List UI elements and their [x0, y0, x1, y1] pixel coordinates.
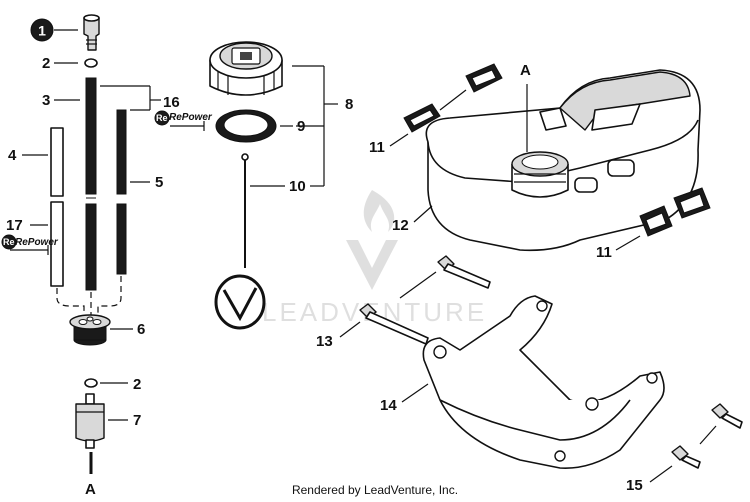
callout-7: 7 — [133, 412, 141, 429]
part-14-bracket — [422, 295, 665, 469]
callout-3: 3 — [42, 92, 50, 109]
part-9-gasket — [215, 109, 277, 143]
callout-17: 17 — [6, 217, 23, 234]
part-7-fuel-filter — [75, 393, 105, 449]
callout-1-badge — [30, 18, 54, 42]
callout-6: 6 — [137, 321, 145, 338]
leadventure-watermark: LEADVENTURE — [262, 190, 484, 327]
footer-credit: Rendered by LeadVenture, Inc. — [291, 483, 459, 497]
callout-11-lower: 11 — [596, 244, 612, 261]
callout-9: 9 — [297, 118, 305, 135]
callout-16: 16 — [163, 94, 180, 111]
part-10-tether — [214, 153, 266, 330]
callout-12: 12 — [392, 217, 409, 234]
callout-2-lower: 2 — [133, 376, 141, 393]
svg-text:Re: Re — [156, 113, 168, 123]
part-6-grommet — [69, 314, 111, 346]
part-3-fuel-line-lower — [85, 203, 97, 291]
repower-badge-lower: Re RePower — [1, 234, 59, 255]
reference-a-bottom: A — [85, 481, 96, 498]
callout-5: 5 — [155, 174, 163, 191]
part-12-fuel-tank — [425, 69, 701, 252]
part-8-fuel-cap — [209, 41, 283, 96]
callout-8: 8 — [345, 96, 353, 113]
part-5-fuel-line-lower — [116, 203, 127, 275]
repower-badge-upper: Re RePower — [154, 110, 213, 131]
callout-15: 15 — [626, 477, 643, 494]
part-4-tube — [50, 127, 64, 197]
callout-4: 4 — [8, 147, 17, 164]
callout-14: 14 — [380, 397, 397, 414]
part-2-upper-oring — [84, 58, 98, 68]
part-17-tube — [50, 201, 64, 287]
svg-text:Re: Re — [3, 237, 15, 247]
callout-2-upper: 2 — [42, 55, 50, 72]
callout-13: 13 — [316, 333, 333, 350]
part-3-fuel-line-upper — [85, 77, 97, 195]
part-15-screws — [671, 403, 743, 469]
callout-11-upper: 11 — [369, 139, 385, 156]
part-1-filter-cap — [83, 14, 100, 51]
part-13-bolts — [359, 255, 491, 345]
callout-10: 10 — [289, 178, 306, 195]
part-11-grommets-upper — [403, 63, 503, 133]
reference-a-top: A — [520, 62, 531, 79]
part-11-grommets-lower — [639, 187, 711, 237]
repower-label-lower: RePower — [15, 237, 59, 248]
part-2-lower-oring — [84, 378, 98, 388]
repower-label-upper: RePower — [169, 112, 213, 123]
part-5-fuel-line-upper — [116, 109, 127, 195]
callout-1: 1 — [38, 23, 46, 39]
